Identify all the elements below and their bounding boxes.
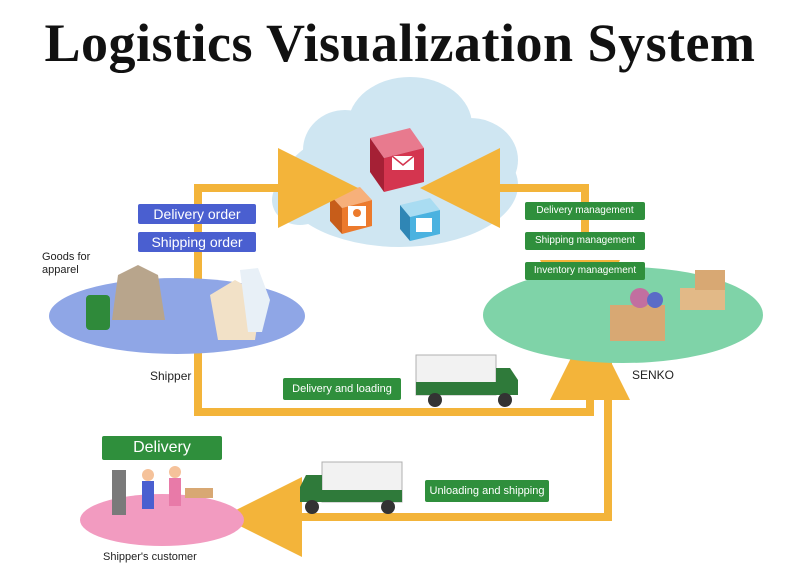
page-title: Logistics Visualization System <box>44 13 756 73</box>
flow-arrows <box>194 148 630 557</box>
delivery-tag: Delivery <box>102 436 222 460</box>
delivery-order-tag: Delivery order <box>138 204 256 224</box>
delivery-management-tag: Delivery management <box>525 202 645 220</box>
inventory-management-tag: Inventory management <box>525 262 645 280</box>
shipping-management-tag: Shipping management <box>525 232 645 250</box>
delivery-loading-tag: Delivery and loading <box>283 378 401 400</box>
clothing-icon <box>86 265 270 340</box>
mail-box-icon <box>370 128 424 192</box>
goods-label: Goods for apparel <box>42 251 90 277</box>
shop-customer-icon <box>112 466 213 515</box>
customer-label: Shipper's customer <box>103 551 197 563</box>
boxes-icon <box>610 270 725 341</box>
goods-label-line2: apparel <box>42 264 79 276</box>
truck-icon <box>415 354 518 407</box>
shipping-order-tag: Shipping order <box>138 232 256 252</box>
warehouse-label: SENKO <box>632 368 675 382</box>
person-document-icon <box>330 187 372 234</box>
document-icon <box>400 198 440 241</box>
shipper-label: Shipper <box>150 369 192 383</box>
unloading-shipping-tag: Unloading and shipping <box>425 480 549 502</box>
goods-label-line1: Goods for <box>42 251 91 263</box>
truck-icon <box>300 461 403 514</box>
customer-platform <box>80 494 244 546</box>
